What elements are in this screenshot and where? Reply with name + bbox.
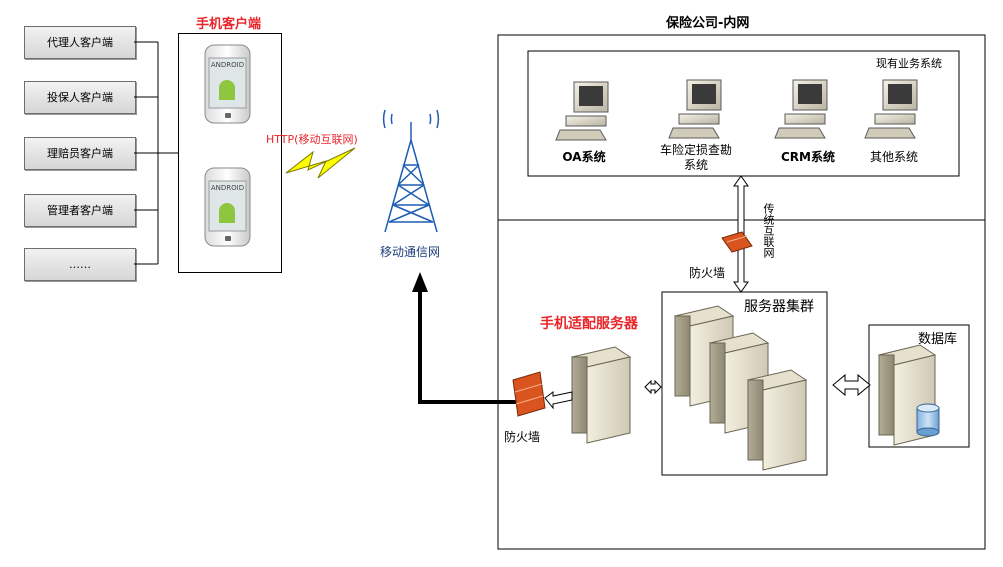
server-icon-cluster-2	[708, 332, 770, 434]
android-phone-icon: ANDROID	[204, 44, 251, 124]
workstation-icon-claims	[668, 79, 722, 139]
firewall-left-label: 防火墙	[504, 430, 541, 444]
adapter-server-title: 手机适配服务器	[540, 316, 638, 332]
client-box-adjuster[interactable]: 理赔员客户端	[24, 137, 136, 170]
database-label: 数据库	[918, 332, 958, 347]
mobile-client-title: 手机客户端	[196, 17, 262, 32]
firewall-icon-left	[512, 371, 546, 417]
wireless-link-bolt-icon	[285, 147, 356, 179]
client-label-more: ……	[69, 258, 91, 271]
client-connector-lines	[134, 41, 178, 265]
workstation-icon-crm	[774, 79, 828, 139]
system-label-claims: 车险定损查勘系统	[659, 143, 732, 172]
firewall-adapter-link-arrow	[544, 391, 573, 410]
phone-brand-1: ANDROID	[211, 61, 244, 69]
workstation-icon-other	[864, 79, 918, 139]
server-cluster-label: 服务器集群	[744, 299, 814, 315]
internet-link-label: 传统互联网	[762, 203, 775, 258]
adapter-server-icon	[570, 346, 632, 444]
adapter-cluster-link-arrow	[644, 379, 662, 395]
intranet-frame	[497, 34, 986, 550]
client-box-policyholder[interactable]: 投保人客户端	[24, 81, 136, 114]
mobile-client-frame	[178, 33, 282, 273]
system-label-oa: OA系统	[562, 150, 606, 164]
cluster-database-link-arrow	[832, 373, 871, 397]
client-label-manager: 管理者客户端	[47, 204, 113, 217]
workstation-icon-oa	[555, 81, 609, 141]
client-box-agent[interactable]: 代理人客户端	[24, 26, 136, 59]
client-box-manager[interactable]: 管理者客户端	[24, 194, 136, 227]
firewall-icon-top	[721, 231, 753, 253]
client-label-policyholder: 投保人客户端	[47, 91, 113, 104]
intranet-title: 保险公司-内网	[666, 16, 750, 31]
client-label-adjuster: 理赔员客户端	[47, 147, 113, 160]
http-link-label: HTTP(移动互联网)	[266, 133, 358, 146]
existing-systems-title: 现有业务系统	[876, 57, 942, 70]
client-label-agent: 代理人客户端	[47, 36, 113, 49]
phone-brand-2: ANDROID	[211, 184, 244, 192]
server-icon-cluster-3	[746, 369, 808, 471]
existing-systems-frame	[527, 50, 960, 177]
database-cylinder-icon	[916, 403, 940, 437]
client-box-more[interactable]: ……	[24, 248, 136, 281]
system-label-crm: CRM系统	[781, 150, 835, 164]
mobile-network-label: 移动通信网	[380, 245, 440, 259]
uplink-arrow	[412, 272, 518, 404]
android-phone-icon: ANDROID	[204, 167, 251, 247]
server-cluster-frame	[661, 291, 828, 476]
system-label-other: 其他系统	[869, 150, 918, 164]
signal-tower-icon	[382, 109, 440, 233]
firewall-top-label: 防火墙	[689, 266, 726, 280]
